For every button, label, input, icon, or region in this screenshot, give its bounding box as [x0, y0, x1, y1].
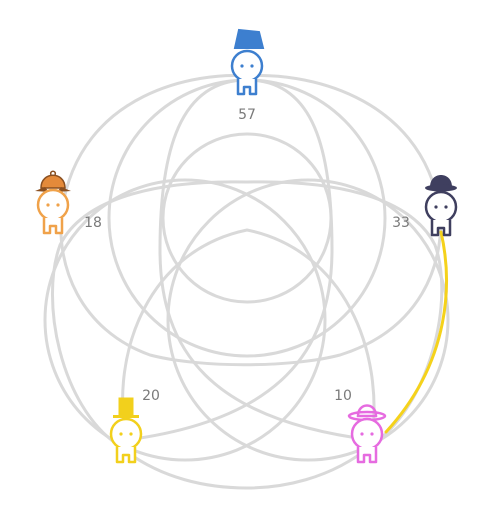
bowler-hat-icon [425, 175, 457, 192]
player-figure [109, 417, 143, 464]
deerstalker-hat-icon [35, 170, 71, 192]
visible-rings [43, 78, 450, 462]
player-yellow[interactable]: 20 [109, 388, 160, 464]
top-hat-icon [113, 397, 139, 418]
ring-lines [161, 132, 333, 304]
player-figure [350, 417, 384, 464]
ring-cross-mid [121, 228, 376, 441]
ring-cross-right [125, 78, 334, 442]
fez-hat-icon [233, 28, 265, 49]
player-figure [230, 49, 264, 96]
player-figure [36, 188, 70, 235]
player-score: 10 [334, 388, 352, 404]
player-navy[interactable]: 33 [392, 175, 458, 237]
active-link-line [384, 230, 448, 434]
player-orange[interactable]: 18 [35, 170, 102, 235]
player-score: 18 [84, 215, 102, 231]
player-score: 57 [238, 107, 256, 123]
player-pink[interactable]: 10 [334, 388, 387, 464]
ring-right [166, 178, 450, 462]
ring-bottom [50, 180, 444, 490]
player-score: 33 [392, 215, 410, 231]
player-blue[interactable]: 57 [230, 28, 265, 123]
player-score: 20 [142, 388, 160, 404]
ring-1 [161, 132, 333, 304]
player-figure [424, 190, 458, 237]
outer-rings [50, 74, 444, 490]
ring-left [43, 178, 327, 462]
ring-cross-left [158, 78, 373, 442]
